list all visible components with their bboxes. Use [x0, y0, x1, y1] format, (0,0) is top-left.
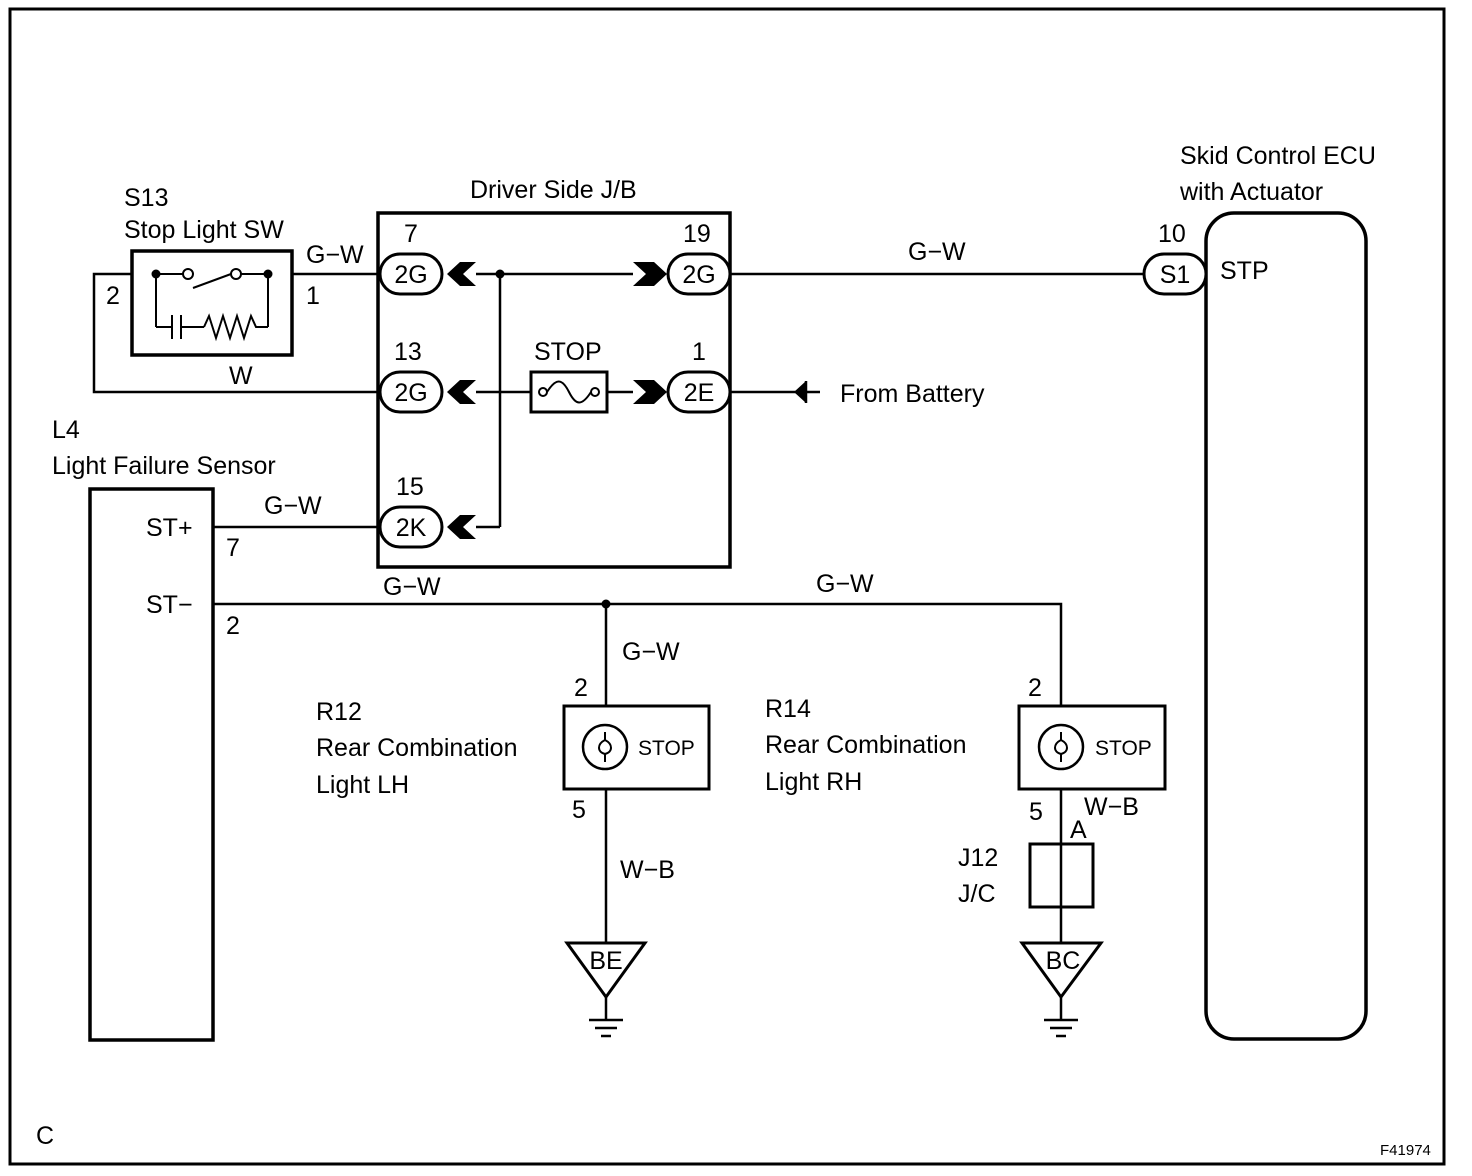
ground-be: BE	[564, 941, 648, 1038]
ecu-pin-10: 10	[1158, 220, 1186, 248]
wire-sw-return	[92, 272, 380, 394]
jb-pin-19: 19	[683, 220, 711, 248]
ground-be-label: BE	[589, 947, 622, 975]
j12-name: J/C	[958, 880, 996, 908]
rear-light-lh-box	[562, 704, 711, 791]
rear-light-lh: R12 Rear Combination Light LH 2 STOP 5	[316, 674, 711, 824]
sensor-pin-7: 7	[226, 534, 240, 562]
stop-light-sw-pin-left: 2	[106, 282, 120, 310]
from-battery-label: From Battery	[840, 380, 985, 408]
rear-light-rh-line1: Rear Combination	[765, 731, 967, 759]
sensor-terminal-st-plus: ST+	[146, 514, 193, 542]
stop-fuse-label: STOP	[534, 338, 602, 366]
stop-light-switch: S13 Stop Light SW 2 1	[106, 184, 320, 357]
rh-bulb-filament	[1054, 732, 1068, 762]
connector-s1-label: S1	[1160, 261, 1191, 289]
stop-light-sw-code: S13	[124, 184, 168, 212]
plug-arrow-19	[633, 262, 667, 286]
sensor-name: Light Failure Sensor	[52, 452, 276, 480]
wire-label-sensor-plus: G−W	[264, 492, 322, 520]
jb-pin-1: 1	[692, 338, 706, 366]
switch-blade	[192, 273, 232, 289]
sensor-code: L4	[52, 416, 80, 444]
wire-sensor-minus	[213, 602, 1063, 706]
junction-connector-j12: A J12 J/C	[958, 816, 1095, 909]
switch-contact-left	[182, 268, 194, 280]
skid-control-ecu: Skid Control ECU with Actuator 10 S1 STP	[1142, 142, 1376, 1041]
stop-light-sw-pin-right: 1	[306, 282, 320, 310]
ecu-title-line2: with Actuator	[1179, 178, 1323, 206]
rear-light-lh-pin-top: 2	[574, 674, 588, 702]
light-failure-sensor: L4 Light Failure Sensor ST+ 7 ST− 2	[52, 416, 276, 1042]
ecu-box	[1204, 211, 1368, 1041]
wire-label-jb-to-ecu: G−W	[908, 238, 966, 266]
connector-2k-pin15-label: 2K	[396, 514, 427, 542]
wire-label-rh-ground: W−B	[1084, 793, 1139, 821]
lh-bulb-filament	[598, 732, 612, 762]
rear-light-rh: R14 Rear Combination Light RH 2 STOP 5	[765, 674, 1167, 826]
stop-fuse	[529, 370, 609, 414]
battery-arrow-icon	[794, 381, 806, 403]
jb-title: Driver Side J/B	[470, 176, 637, 204]
plug-arrow-7	[447, 262, 476, 286]
sensor-terminal-st-minus: ST−	[146, 591, 193, 619]
rear-light-lh-lamp-label: STOP	[638, 737, 695, 760]
diagram-frame	[8, 7, 1446, 1166]
ground-bc-label: BC	[1046, 947, 1081, 975]
corner-label: C	[36, 1122, 54, 1150]
stop-light-sw-box	[130, 249, 294, 357]
plug-arrow-1	[633, 380, 667, 404]
rh-bulb-icon	[1037, 723, 1085, 771]
rear-light-lh-code: R12	[316, 698, 362, 726]
connector-2g-pin19-label: 2G	[682, 261, 715, 289]
rear-light-rh-pin-top: 2	[1028, 674, 1042, 702]
sensor-box	[88, 487, 215, 1042]
connector-2g-pin13-label: 2G	[394, 379, 427, 407]
wire-label-sensor-minus-left: G−W	[383, 573, 441, 601]
plug-arrow-13	[447, 380, 476, 404]
connector-2g-pin7-label: 2G	[394, 261, 427, 289]
ground-be-triangle	[564, 941, 648, 1000]
rear-light-rh-pin-bottom: 5	[1029, 798, 1043, 826]
wire-label-sw-to-jb: G−W	[306, 241, 364, 269]
wire-label-lh-ground: W−B	[620, 856, 675, 884]
lh-bulb-icon	[581, 723, 629, 771]
jb-pin-15: 15	[396, 473, 424, 501]
plug-arrow-15	[447, 515, 476, 539]
j12-code: J12	[958, 844, 998, 872]
ground-bc: BC	[1019, 941, 1104, 1038]
sensor-pin-2: 2	[226, 612, 240, 640]
stop-light-sw-name: Stop Light SW	[124, 216, 284, 244]
ground-bc-triangle	[1019, 941, 1104, 1000]
wire-label-sensor-minus-right: G−W	[816, 570, 874, 598]
j12-box	[1028, 842, 1095, 909]
wire-label-lh-feed: G−W	[622, 638, 680, 666]
rear-light-lh-pin-bottom: 5	[572, 796, 586, 824]
switch-contact-right	[230, 268, 242, 280]
rear-light-lh-line1: Rear Combination	[316, 734, 518, 762]
jb-pin-13: 13	[394, 338, 422, 366]
rear-light-lh-line2: Light LH	[316, 771, 409, 799]
figure-id: F41974	[1380, 1142, 1431, 1159]
rear-light-rh-code: R14	[765, 695, 811, 723]
rear-light-rh-line2: Light RH	[765, 768, 862, 796]
fuse-element-icon	[546, 380, 592, 404]
ecu-terminal-stp: STP	[1220, 257, 1269, 285]
j12-pin-a: A	[1070, 816, 1087, 844]
resistor-symbol	[203, 312, 268, 342]
ecu-title-line1: Skid Control ECU	[1180, 142, 1376, 170]
wire-label-sw-return: W	[229, 362, 253, 390]
connector-s1	[1142, 252, 1208, 296]
rear-light-rh-lamp-label: STOP	[1095, 737, 1152, 760]
jb-pin-7: 7	[404, 220, 418, 248]
rear-light-rh-box	[1017, 704, 1167, 791]
driver-side-jb: Driver Side J/B 7 2G 19 2G 13 2G 1 2E 15…	[376, 176, 732, 569]
connector-2e-pin1-label: 2E	[684, 379, 715, 407]
